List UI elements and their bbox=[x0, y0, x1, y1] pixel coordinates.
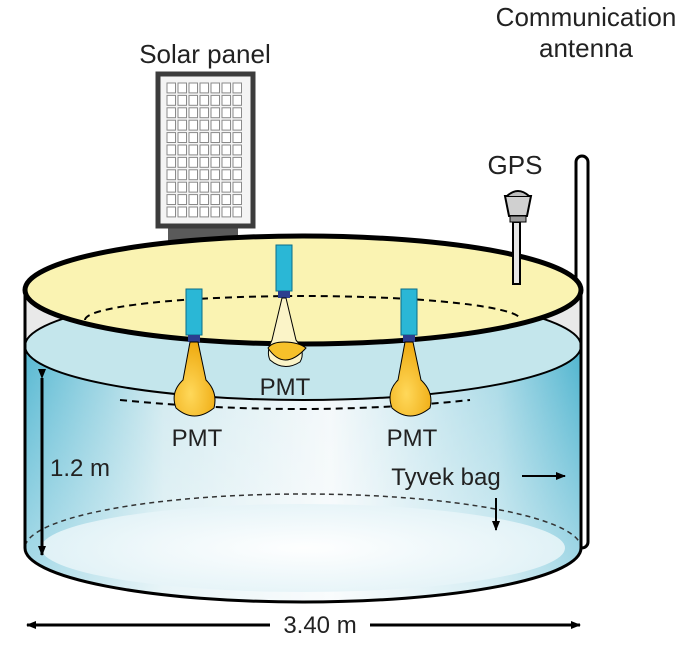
label-height: 1.2 m bbox=[50, 455, 110, 482]
solar-cell bbox=[221, 156, 231, 168]
solar-cell bbox=[232, 194, 242, 206]
solar-cell bbox=[166, 194, 176, 206]
solar-cell bbox=[177, 107, 187, 119]
solar-cell bbox=[188, 169, 198, 181]
solar-cell bbox=[210, 94, 220, 106]
pmt-plane-back bbox=[84, 295, 522, 321]
solar-cell bbox=[177, 194, 187, 206]
solar-cell bbox=[199, 194, 209, 206]
solar-cell bbox=[221, 82, 231, 94]
solar-cell bbox=[188, 144, 198, 156]
solar-cell bbox=[221, 181, 231, 193]
solar-cell bbox=[177, 144, 187, 156]
solar-cell bbox=[210, 181, 220, 193]
solar-cell bbox=[177, 181, 187, 193]
solar-cell bbox=[232, 132, 242, 144]
solar-cell bbox=[199, 94, 209, 106]
solar-cell bbox=[188, 156, 198, 168]
label-pmt-left: PMT bbox=[172, 425, 223, 452]
solar-cell bbox=[221, 119, 231, 131]
label-antenna: antenna bbox=[539, 33, 634, 63]
label-gps: GPS bbox=[488, 150, 543, 180]
solar-cell bbox=[232, 206, 242, 218]
tank-bottom-glow bbox=[41, 504, 565, 592]
solar-cell bbox=[199, 206, 209, 218]
solar-cell bbox=[210, 107, 220, 119]
solar-cell bbox=[166, 132, 176, 144]
label-solar-panel: Solar panel bbox=[139, 39, 271, 69]
label-communication: Communication bbox=[496, 2, 677, 32]
solar-cell bbox=[188, 119, 198, 131]
solar-cell bbox=[232, 181, 242, 193]
label-pmt-right: PMT bbox=[387, 425, 438, 452]
solar-cell bbox=[199, 119, 209, 131]
label-pmt-center: PMT bbox=[260, 374, 311, 401]
solar-cell bbox=[221, 132, 231, 144]
solar-panel bbox=[155, 71, 256, 254]
solar-cell bbox=[166, 107, 176, 119]
pmt-left bbox=[173, 288, 216, 417]
solar-cell bbox=[210, 156, 220, 168]
solar-cell bbox=[221, 107, 231, 119]
solar-cell bbox=[177, 119, 187, 131]
solar-cell bbox=[199, 144, 209, 156]
solar-cell bbox=[177, 132, 187, 144]
solar-cell bbox=[199, 156, 209, 168]
solar-cell bbox=[199, 169, 209, 181]
solar-cell bbox=[188, 132, 198, 144]
solar-cell bbox=[210, 169, 220, 181]
solar-cell bbox=[199, 82, 209, 94]
solar-cell bbox=[210, 194, 220, 206]
solar-cell bbox=[221, 206, 231, 218]
solar-cell bbox=[177, 156, 187, 168]
solar-cell bbox=[188, 181, 198, 193]
solar-cell bbox=[166, 169, 176, 181]
solar-cell bbox=[188, 94, 198, 106]
solar-panel-grid bbox=[166, 82, 242, 218]
solar-cell bbox=[221, 169, 231, 181]
solar-cell bbox=[221, 94, 231, 106]
solar-cell bbox=[166, 181, 176, 193]
solar-cell bbox=[177, 206, 187, 218]
solar-cell bbox=[210, 82, 220, 94]
solar-cell bbox=[221, 194, 231, 206]
solar-cell bbox=[199, 181, 209, 193]
solar-cell bbox=[232, 82, 242, 94]
solar-cell bbox=[166, 156, 176, 168]
pmt-right bbox=[389, 288, 432, 417]
label-width: 3.40 m bbox=[283, 612, 356, 639]
solar-cell bbox=[188, 194, 198, 206]
solar-cell bbox=[232, 144, 242, 156]
solar-cell bbox=[166, 144, 176, 156]
label-tyvek: Tyvek bag bbox=[391, 464, 500, 491]
solar-cell bbox=[177, 169, 187, 181]
solar-cell bbox=[166, 94, 176, 106]
solar-cell bbox=[232, 156, 242, 168]
solar-cell bbox=[210, 144, 220, 156]
solar-cell bbox=[232, 107, 242, 119]
solar-cell bbox=[166, 82, 176, 94]
solar-cell bbox=[188, 82, 198, 94]
solar-cell bbox=[166, 206, 176, 218]
solar-cell bbox=[188, 107, 198, 119]
solar-cell bbox=[199, 107, 209, 119]
solar-cell bbox=[210, 206, 220, 218]
solar-cell bbox=[232, 119, 242, 131]
gps-receiver bbox=[503, 190, 533, 285]
solar-cell bbox=[199, 132, 209, 144]
solar-cell bbox=[210, 132, 220, 144]
pmt-center bbox=[267, 244, 307, 367]
solar-cell bbox=[177, 82, 187, 94]
solar-cell bbox=[232, 94, 242, 106]
solar-cell bbox=[188, 206, 198, 218]
solar-cell bbox=[221, 144, 231, 156]
solar-cell bbox=[232, 169, 242, 181]
tank-lid bbox=[25, 236, 581, 344]
solar-cell bbox=[210, 119, 220, 131]
solar-cell bbox=[166, 119, 176, 131]
solar-cell bbox=[177, 94, 187, 106]
